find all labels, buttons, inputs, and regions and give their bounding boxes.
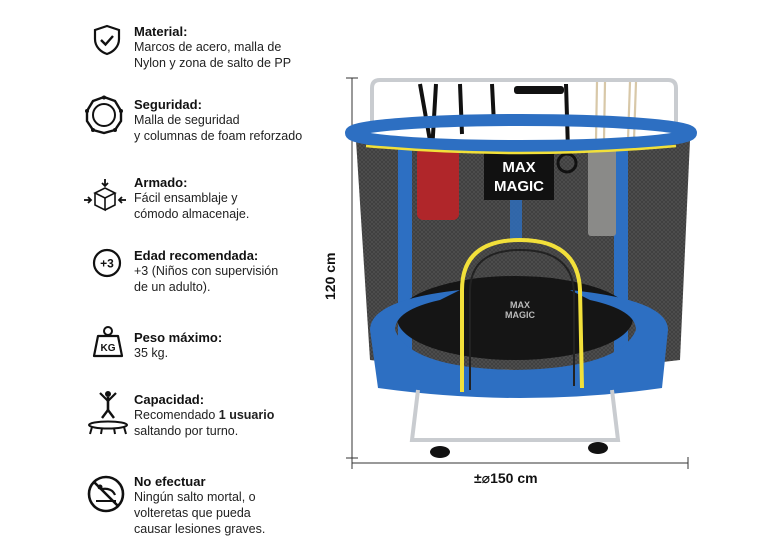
feature-seguridad-text: Seguridad: Malla de seguridad y columnas… <box>134 97 344 144</box>
yellow-trim-top <box>365 144 677 155</box>
feature-capacidad-text: Capacidad: Recomendado 1 usuario saltand… <box>134 392 344 439</box>
steel-leg-left <box>409 389 621 442</box>
mat-brand-bottom: MAGIC <box>505 310 535 320</box>
brand-banner <box>484 148 554 200</box>
feature-body: +3 (Niños con supervisión de un adulto). <box>134 264 279 294</box>
feature-title: Peso máximo: <box>134 330 223 345</box>
feature-title: No efectuar <box>134 474 206 489</box>
trampoline-top-icon <box>84 95 128 139</box>
jumper-icon <box>86 390 130 435</box>
feature-material-text: Material: Marcos de acero, malla de Nylo… <box>134 24 344 71</box>
capacity-body-pre: Recomendado <box>134 408 219 422</box>
feature-armado-text: Armado: Fácil ensamblaje y cómodo almace… <box>134 175 344 222</box>
top-foam-ring <box>345 114 697 152</box>
feature-peso-text: Peso máximo: 35 kg. <box>134 330 344 361</box>
brand-bottom: MAGIC <box>494 178 544 195</box>
mat-brand-top: MAX <box>510 300 530 310</box>
hanging-accessory <box>588 148 616 236</box>
feature-body: 35 kg. <box>134 346 169 360</box>
feature-edad-text: Edad recomendada: +3 (Niños con supervis… <box>134 248 344 295</box>
feature-title: Material: <box>134 24 188 39</box>
width-dimension-label: ±⌀150 cm <box>474 470 538 486</box>
gym-ring <box>556 152 578 174</box>
weight-icon-text: KG <box>101 343 116 354</box>
feature-body: Fácil ensamblaje y cómodo almacenaje. <box>134 191 250 221</box>
mat-rim <box>370 290 668 398</box>
shield-check-icon <box>92 24 136 68</box>
zipper-door <box>460 237 584 392</box>
wheel-left <box>430 446 450 458</box>
punching-bag <box>417 148 459 220</box>
feature-no-efectuar-text: No efectuar Ningún salto mortal, o volte… <box>134 474 344 537</box>
steel-top-frame <box>370 78 678 128</box>
age-plus3-icon: +3 <box>92 248 136 292</box>
feature-body: Ningún salto mortal, o volteretas que pu… <box>134 490 266 536</box>
rope <box>594 81 638 141</box>
feature-body: Malla de seguridad y columnas de foam re… <box>134 113 303 143</box>
feature-title: Capacidad: <box>134 392 205 407</box>
assembly-box-icon <box>82 175 126 219</box>
brand-top: MAX <box>502 159 535 176</box>
capacity-body-bold: 1 usuario <box>218 408 275 422</box>
weight-kg-icon: KG <box>92 324 136 368</box>
feature-title: Armado: <box>134 175 188 190</box>
feature-title: Seguridad: <box>134 97 202 112</box>
no-flip-icon <box>86 474 130 518</box>
bar-handle <box>514 86 564 94</box>
capacity-body-post: saltando por turno. <box>134 424 239 438</box>
feature-body: Recomendado 1 usuario saltando por turno… <box>134 407 344 439</box>
feature-body: Marcos de acero, malla de Nylon y zona d… <box>134 40 292 70</box>
zipper-door-inner <box>469 248 575 390</box>
feature-title: Edad recomendada: <box>134 248 259 263</box>
age-icon-text: +3 <box>100 257 114 271</box>
wheel-right <box>588 442 608 454</box>
